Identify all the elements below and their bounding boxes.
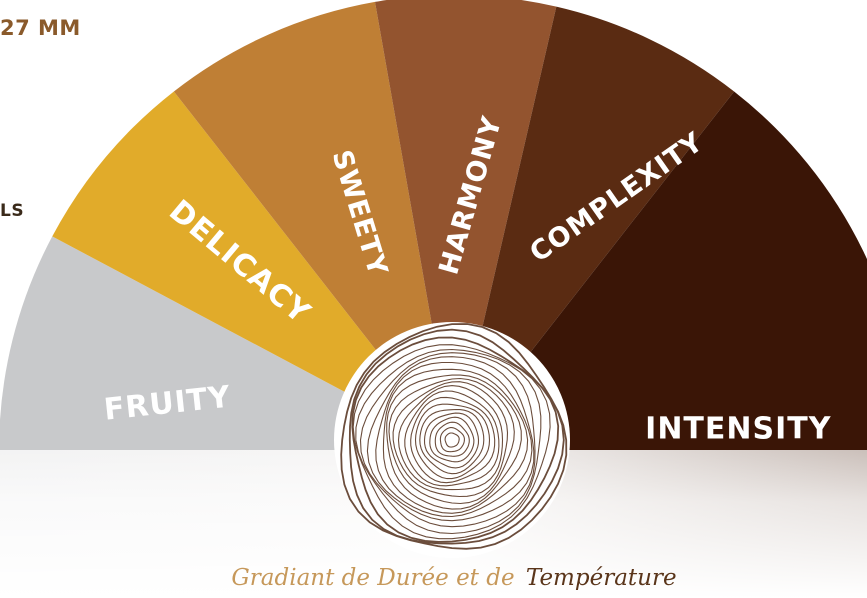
tree-ring (429, 416, 475, 463)
segment-delicacy (52, 91, 454, 450)
tree-ring (414, 403, 491, 480)
tree-ring (366, 356, 535, 522)
tree-ring (434, 421, 470, 457)
tree-ring (340, 323, 568, 550)
segment-intensity (454, 91, 867, 450)
tree-ring (397, 385, 504, 491)
tree-ring (352, 344, 551, 540)
tree-ring (359, 352, 536, 528)
tree-ring (419, 408, 485, 475)
segment-wedges (0, 0, 867, 450)
tree-ring (410, 396, 496, 484)
caption-part-duration: Gradiant de Durée et de (231, 565, 514, 591)
tree-ring (351, 336, 560, 543)
tree-ring (375, 361, 533, 518)
segment-harmony (374, 0, 557, 450)
tree-ring (386, 374, 522, 510)
tree-ring (388, 377, 515, 505)
segment-fruity (0, 236, 454, 450)
caption-part-temperature: Température (526, 565, 677, 591)
tree-ring (404, 390, 500, 487)
segment-label-intensity: INTENSITY (645, 412, 832, 447)
tree-ring (444, 432, 460, 448)
tree-rings-icon (334, 322, 570, 558)
tree-ring (392, 381, 509, 498)
tree-ring (439, 427, 465, 453)
segment-complexity (454, 6, 735, 450)
tree-ring (382, 368, 529, 514)
segment-sweety (173, 1, 454, 450)
side-label: LS (0, 201, 25, 221)
tree-ring (355, 348, 542, 535)
tree-ring (348, 328, 565, 545)
tree-ring (423, 412, 480, 469)
caption: Gradiant de Durée et de Température (231, 565, 676, 591)
size-label: 27 MM (0, 16, 81, 40)
